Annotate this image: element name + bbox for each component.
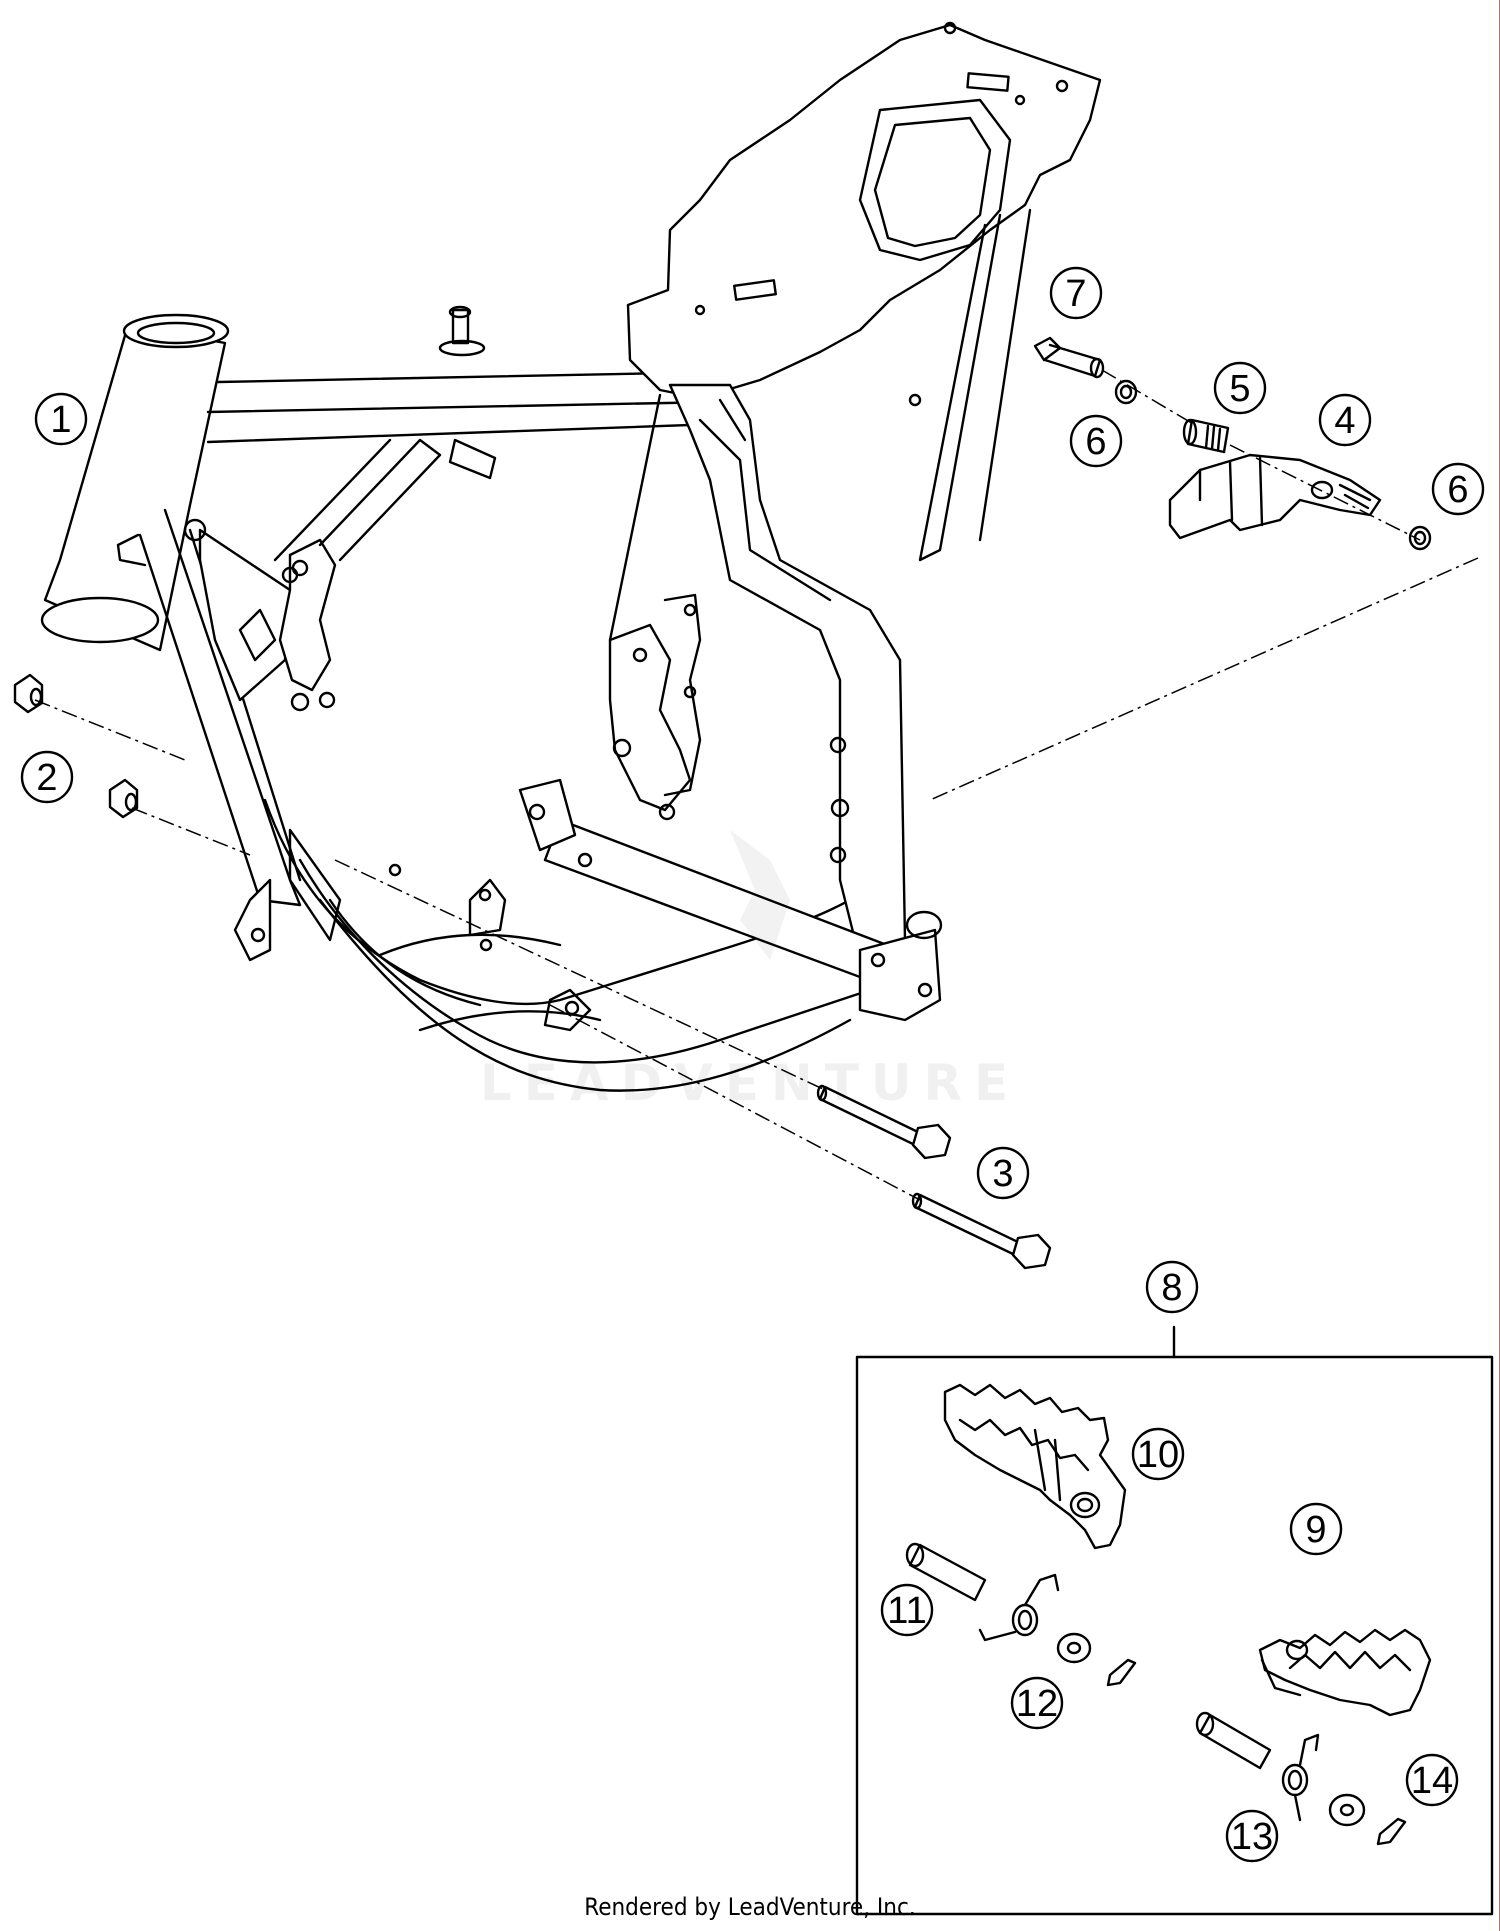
watermark-text: LEADVENTURE xyxy=(480,1054,1020,1112)
nut-2-upper xyxy=(13,673,44,714)
bolt-7 xyxy=(1033,336,1105,379)
callout-2: 2 xyxy=(20,750,74,804)
assembly-line xyxy=(34,699,186,761)
callout-3: 3 xyxy=(976,1146,1030,1200)
washer-lower xyxy=(1328,1793,1366,1827)
callout-14: 14 xyxy=(1405,1753,1459,1807)
assembly-line xyxy=(1229,444,1421,541)
svg-text:9: 9 xyxy=(1305,1509,1326,1551)
footer-credit: Rendered by LeadVenture, Inc. xyxy=(584,1893,916,1921)
callout-1: 1 xyxy=(34,392,88,446)
washer-6-lower xyxy=(1408,525,1432,551)
svg-text:11: 11 xyxy=(887,1590,926,1632)
svg-text:14: 14 xyxy=(1411,1760,1453,1802)
svg-text:13: 13 xyxy=(1231,1816,1273,1858)
split-pin-upper xyxy=(1106,1658,1137,1687)
svg-text:8: 8 xyxy=(1161,1267,1182,1309)
callout-7: 7 xyxy=(1049,266,1103,320)
main-frame-rail xyxy=(668,383,907,962)
svg-text:10: 10 xyxy=(1137,1434,1179,1476)
washer-6-upper xyxy=(1114,379,1138,405)
assembly-line xyxy=(1101,369,1196,426)
callout-6-right: 6 xyxy=(1431,462,1485,516)
callout-11: 11 xyxy=(880,1583,934,1637)
spring-upper xyxy=(978,1573,1060,1642)
callout-9: 9 xyxy=(1289,1502,1343,1556)
pin-lower xyxy=(1195,1711,1272,1770)
bracket-4 xyxy=(1168,453,1382,540)
nut-2-lower xyxy=(108,778,139,819)
svg-text:1: 1 xyxy=(50,399,71,441)
callout-5: 5 xyxy=(1213,361,1267,415)
callout-8: 8 xyxy=(1145,1260,1199,1314)
svg-text:6: 6 xyxy=(1447,469,1468,511)
callout-6-left: 6 xyxy=(1069,414,1123,468)
footrest-9 xyxy=(1258,1628,1432,1717)
callout-12: 12 xyxy=(1010,1676,1064,1730)
pin-11 xyxy=(905,1542,987,1602)
frame xyxy=(40,21,1102,1092)
washer-12 xyxy=(1056,1632,1092,1664)
callout-4: 4 xyxy=(1318,393,1372,447)
bolt-3-upper xyxy=(816,1084,952,1160)
assembly-line xyxy=(131,807,251,856)
svg-text:12: 12 xyxy=(1016,1683,1058,1725)
spring-13 xyxy=(1281,1733,1320,1822)
watermark: LEADVENTURE xyxy=(480,830,1020,1112)
steering-head-tube xyxy=(43,323,227,652)
callout-13: 13 xyxy=(1225,1809,1279,1863)
split-pin-14 xyxy=(1376,1817,1407,1846)
svg-text:2: 2 xyxy=(36,757,57,799)
svg-text:4: 4 xyxy=(1334,400,1355,442)
bushing-5 xyxy=(1182,418,1230,454)
assembly-line xyxy=(929,557,1479,801)
svg-text:7: 7 xyxy=(1065,273,1086,315)
bolt-3-lower xyxy=(911,1192,1052,1270)
svg-text:5: 5 xyxy=(1229,368,1250,410)
assembly-line xyxy=(334,859,826,1091)
svg-text:3: 3 xyxy=(992,1153,1013,1195)
callout-10: 10 xyxy=(1131,1427,1185,1481)
footrest-10 xyxy=(943,1383,1127,1550)
assembly-line xyxy=(549,1004,921,1201)
svg-text:6: 6 xyxy=(1085,421,1106,463)
